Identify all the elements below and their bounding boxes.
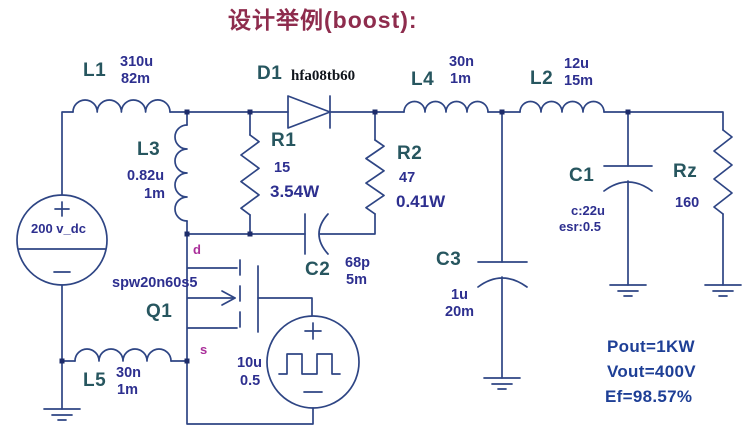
l5-value-1: 30n <box>116 365 141 381</box>
l1-value-2: 82m <box>121 71 151 87</box>
pulse-source-symbol <box>266 315 360 409</box>
slide-title: 设计举例(boost): <box>228 7 418 33</box>
c1-value-1: c:22u <box>571 203 605 218</box>
c3-label: C3 <box>436 249 462 270</box>
l1-inductor-symbol <box>72 99 171 113</box>
vsource-label: 200 v_dc <box>31 221 86 236</box>
l1-label: L1 <box>83 60 107 81</box>
l5-inductor-symbol <box>74 348 172 362</box>
c3-value-2: 20m <box>445 304 475 320</box>
c3-value-1: 1u <box>451 287 468 303</box>
c2-label: C2 <box>305 259 331 280</box>
ground-symbol <box>609 284 647 297</box>
r1-power: 3.54W <box>270 182 320 201</box>
square-wave-icon <box>278 353 341 375</box>
ground-symbol <box>704 284 742 297</box>
c1-label: C1 <box>569 165 595 186</box>
rz-label: Rz <box>673 161 698 182</box>
l5-label: L5 <box>83 370 107 391</box>
l2-value-1: 12u <box>564 56 589 72</box>
result-pout: Pout=1KW <box>607 337 695 356</box>
c2-value-1: 68p <box>345 255 370 271</box>
rz-resistor-symbol <box>713 129 733 215</box>
c1-capacitor-symbol <box>603 165 653 192</box>
c2-capacitor-symbol <box>304 213 329 255</box>
r2-power: 0.41W <box>396 192 446 211</box>
l3-value-1: 0.82u <box>127 168 165 184</box>
l4-value-2: 1m <box>450 71 471 87</box>
voltage-source-symbol <box>16 194 108 286</box>
pulse-value-2: 0.5 <box>240 373 261 389</box>
d1-part-number: hfa08tb60 <box>291 68 356 84</box>
q1-label: Q1 <box>146 301 173 322</box>
l4-label: L4 <box>411 69 435 90</box>
r2-resistor-symbol <box>365 139 385 215</box>
junction-dots <box>59 109 631 364</box>
ground-symbol <box>483 377 521 390</box>
r2-label: R2 <box>397 143 423 164</box>
pulse-value-1: 10u <box>237 355 262 371</box>
l2-value-2: 15m <box>564 73 594 89</box>
l3-label: L3 <box>137 139 161 160</box>
q1-source-pin-label: s <box>200 342 208 357</box>
l4-inductor-symbol <box>403 100 489 113</box>
ground-symbol <box>43 408 81 421</box>
l3-inductor-symbol <box>174 124 188 222</box>
l3-value-2: 1m <box>144 186 165 202</box>
l1-value-1: 310u <box>120 54 154 70</box>
r2-value-1: 47 <box>399 170 416 186</box>
d1-diode-symbol <box>287 95 331 129</box>
l4-value-1: 30n <box>449 54 474 70</box>
l2-inductor-symbol <box>519 100 605 113</box>
q1-drain-pin-label: d <box>193 242 201 257</box>
l5-value-2: 1m <box>117 382 138 398</box>
r1-label: R1 <box>271 130 297 151</box>
d1-label: D1 <box>257 63 283 84</box>
c1-value-2: esr:0.5 <box>559 219 601 234</box>
c2-value-2: 5m <box>346 272 367 288</box>
q1-mosfet-symbol <box>221 259 259 337</box>
l2-label: L2 <box>530 68 554 89</box>
result-efficiency: Ef=98.57% <box>605 387 693 406</box>
q1-part-number: spw20n60s5 <box>112 275 198 291</box>
rz-value: 160 <box>675 195 700 211</box>
c3-capacitor-symbol <box>477 261 528 288</box>
r1-resistor-symbol <box>240 134 260 216</box>
result-vout: Vout=400V <box>607 362 696 381</box>
r1-value-1: 15 <box>274 160 291 176</box>
